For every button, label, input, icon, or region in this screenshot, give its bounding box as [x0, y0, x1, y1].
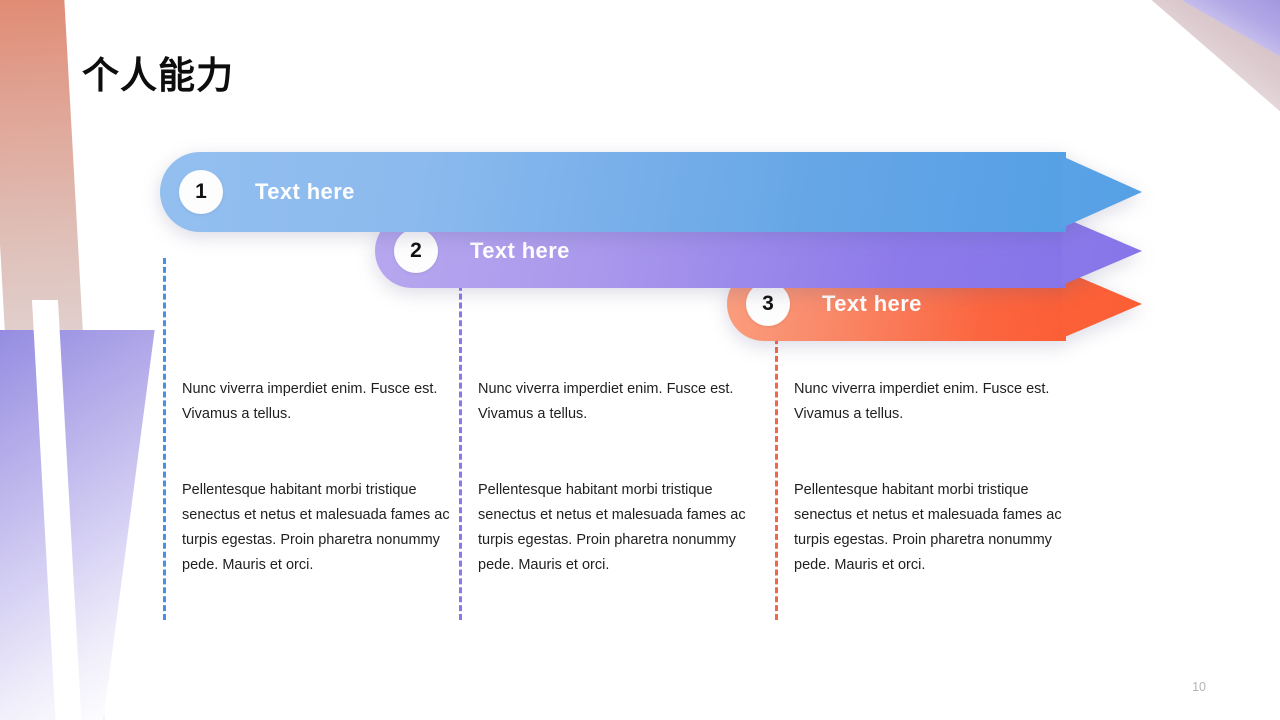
- paragraph-spacer: [478, 427, 746, 478]
- column-divider-2: [459, 258, 462, 620]
- arrow-step-number-2: 2: [394, 229, 438, 273]
- column-1-paragraph-2: Pellentesque habitant morbi tristique se…: [182, 482, 450, 573]
- column-text-2: Nunc viverra imperdiet enim. Fusce est. …: [478, 258, 746, 578]
- arrow-head-3: [1062, 243, 1142, 365]
- column-divider-1: [163, 258, 166, 620]
- arrow-body-1: [160, 152, 1066, 232]
- column-2-paragraph-2: Pellentesque habitant morbi tristique se…: [478, 482, 746, 573]
- column-text-3: Nunc viverra imperdiet enim. Fusce est. …: [794, 258, 1062, 578]
- column-divider-3: [775, 258, 778, 620]
- column-3-paragraph-1: Nunc viverra imperdiet enim. Fusce est. …: [794, 381, 1050, 422]
- arrow-banner-1[interactable]: 1 Text here: [160, 152, 1142, 232]
- arrow-label-3: Text here: [822, 291, 922, 316]
- arrow-content-3: 3 Text here: [727, 267, 922, 341]
- arrow-head-shape-1: [1062, 156, 1142, 228]
- paragraph-spacer: [182, 427, 450, 478]
- column-3-paragraph-2: Pellentesque habitant morbi tristique se…: [794, 482, 1062, 573]
- arrow-step-number-3: 3: [746, 282, 790, 326]
- arrow-content-1: 1 Text here: [160, 152, 355, 232]
- arrow-head-1: [1062, 128, 1142, 256]
- arrow-head-2: [1062, 190, 1142, 312]
- arrow-label-1: Text here: [255, 179, 355, 204]
- page-number: 10: [1192, 680, 1206, 694]
- column-text-1: Nunc viverra imperdiet enim. Fusce est. …: [182, 258, 450, 578]
- arrow-step-number-1: 1: [179, 170, 223, 214]
- column-1-paragraph-1: Nunc viverra imperdiet enim. Fusce est. …: [182, 381, 438, 422]
- arrow-content-2: 2 Text here: [375, 214, 570, 288]
- paragraph-spacer: [794, 427, 1062, 478]
- page-title: 个人能力: [82, 55, 234, 96]
- column-2-paragraph-1: Nunc viverra imperdiet enim. Fusce est. …: [478, 381, 734, 422]
- arrow-label-2: Text here: [470, 238, 570, 263]
